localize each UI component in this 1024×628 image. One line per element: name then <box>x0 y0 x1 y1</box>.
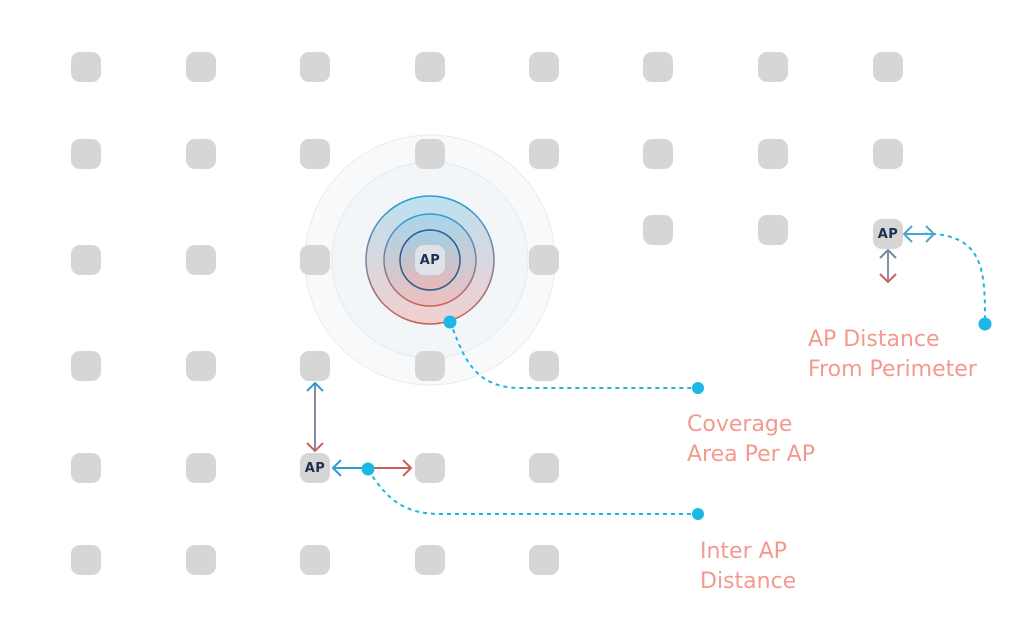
floor-tile <box>71 52 101 82</box>
floor-tile <box>71 351 101 381</box>
floor-tile <box>529 139 559 169</box>
floor-tile <box>300 52 330 82</box>
inter-ap-connector-line <box>367 469 698 515</box>
floor-tile <box>415 52 445 82</box>
inter-ap-vertical-arrow <box>306 381 324 453</box>
floor-tile <box>300 245 330 275</box>
floor-tile <box>186 52 216 82</box>
perimeter-label-line2: From Perimeter <box>808 357 977 382</box>
inter-ap-label-line2: Distance <box>700 569 797 594</box>
floor-tile <box>71 453 101 483</box>
perimeter-connector-line <box>915 232 986 324</box>
coverage-label-line1: Coverage <box>687 412 793 437</box>
inter-ap-label: Inter AP Distance <box>700 537 796 597</box>
floor-tile <box>186 245 216 275</box>
floor-tile <box>300 139 330 169</box>
floor-tile <box>873 139 903 169</box>
floor-tile <box>415 139 445 169</box>
floor-tile <box>71 545 101 575</box>
floor-tile <box>186 139 216 169</box>
coverage-label-line2: Area Per AP <box>687 442 815 467</box>
floor-tile <box>186 453 216 483</box>
inter-ap-label-line1: Inter AP <box>700 539 787 564</box>
inter-ap-horizontal-arrow <box>331 459 413 477</box>
floor-tile <box>529 545 559 575</box>
coverage-ap-tile: AP <box>415 245 445 275</box>
inter-ap-connector-start-dot <box>361 462 375 476</box>
floor-tile <box>758 52 788 82</box>
floor-tile <box>71 139 101 169</box>
floor-tile <box>186 351 216 381</box>
floor-tile <box>873 52 903 82</box>
floor-tile <box>758 139 788 169</box>
floor-tile <box>300 545 330 575</box>
floor-tile <box>529 52 559 82</box>
perimeter-ap-tile: AP <box>873 219 903 249</box>
coverage-connector-line <box>449 321 698 389</box>
inter-ap-connector-end-dot <box>692 508 704 520</box>
perimeter-horizontal-arrow <box>902 225 936 243</box>
floor-tile <box>415 545 445 575</box>
floor-tile <box>643 215 673 245</box>
perimeter-label: AP Distance From Perimeter <box>808 325 977 385</box>
floor-tile <box>415 351 445 381</box>
floor-tile <box>300 351 330 381</box>
coverage-connector-start-dot <box>443 315 457 329</box>
floor-tile <box>643 52 673 82</box>
floor-tile <box>415 453 445 483</box>
floor-tile <box>529 351 559 381</box>
perimeter-vertical-arrow <box>879 248 897 284</box>
coverage-connector-end-dot <box>692 382 704 394</box>
floor-tile <box>643 139 673 169</box>
floor-tile <box>186 545 216 575</box>
inter-ap-tile: AP <box>300 453 330 483</box>
floor-tile <box>71 245 101 275</box>
coverage-label: Coverage Area Per AP <box>687 410 815 470</box>
floor-tile <box>758 215 788 245</box>
floor-tile <box>529 453 559 483</box>
perimeter-connector-end-dot <box>978 317 992 331</box>
floor-tile <box>529 245 559 275</box>
perimeter-label-line1: AP Distance <box>808 327 940 352</box>
